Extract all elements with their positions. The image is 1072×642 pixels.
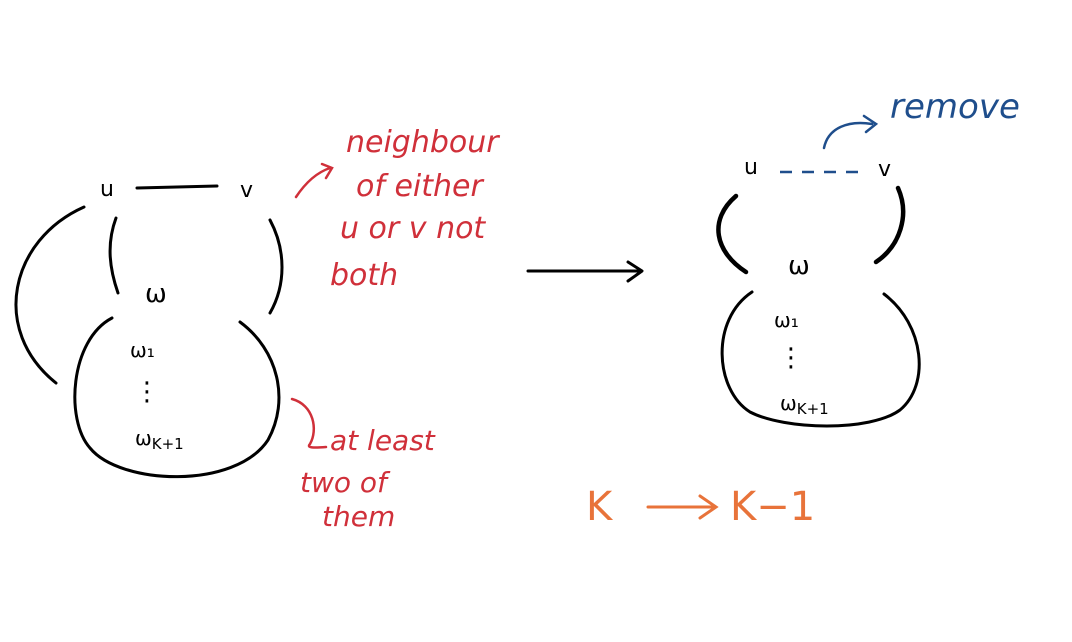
left-u-to-w-edge — [108, 216, 120, 295]
left-clique-circle — [73, 316, 281, 479]
left-clique-dots: ⋮ — [134, 377, 160, 407]
neighbour-arrow — [294, 162, 334, 199]
right-v-to-w-edge — [873, 185, 906, 265]
at-least-annotation: at least two of them — [290, 397, 436, 533]
neighbour-line-4: both — [330, 258, 398, 293]
left-clique-last-sub: K+1 — [152, 435, 184, 453]
param-to: K−1 — [730, 484, 815, 530]
left-outer-arc — [14, 205, 86, 385]
right-u-to-w-edge — [716, 193, 749, 275]
neighbour-line-2: of either — [356, 169, 484, 204]
left-clique-first: ω₁ — [130, 338, 155, 362]
param-arrow — [646, 494, 719, 520]
neighbour-line-3: u or v not — [340, 211, 486, 246]
left-v-to-w-edge — [268, 218, 284, 315]
transform-arrow — [526, 260, 644, 283]
left-clique-last: ωK+1 — [135, 426, 184, 453]
left-edge-uv — [135, 184, 219, 190]
param-from: K — [586, 484, 614, 530]
at-least-brace — [290, 397, 328, 449]
left-graph: u v ω ω₁ ⋮ ωK+1 — [14, 177, 284, 479]
right-vertex-w: ω — [788, 251, 810, 281]
right-clique-last-sub: K+1 — [797, 400, 829, 418]
parameter-change: K K−1 — [586, 484, 815, 530]
left-vertex-v: v — [240, 178, 253, 203]
right-vertex-u: u — [744, 155, 758, 180]
right-vertex-v: v — [878, 157, 891, 182]
left-vertex-w: ω — [145, 279, 167, 309]
right-clique-dots: ⋮ — [778, 343, 804, 373]
neighbour-line-1: neighbour — [346, 125, 500, 160]
at-least-line-3: them — [322, 500, 395, 533]
right-clique-circle — [720, 290, 921, 428]
neighbour-annotation: neighbour of either u or v not both — [294, 125, 500, 293]
right-clique-last: ωK+1 — [780, 391, 829, 418]
right-clique-first: ω₁ — [774, 308, 799, 332]
remove-label: remove — [890, 87, 1020, 127]
at-least-line-1: at least — [330, 424, 436, 457]
right-graph: u v remove ω ω₁ ⋮ ωK+1 — [716, 87, 1020, 428]
at-least-line-2: two of — [300, 466, 391, 499]
remove-arrow — [822, 114, 879, 150]
left-vertex-u: u — [100, 177, 114, 202]
